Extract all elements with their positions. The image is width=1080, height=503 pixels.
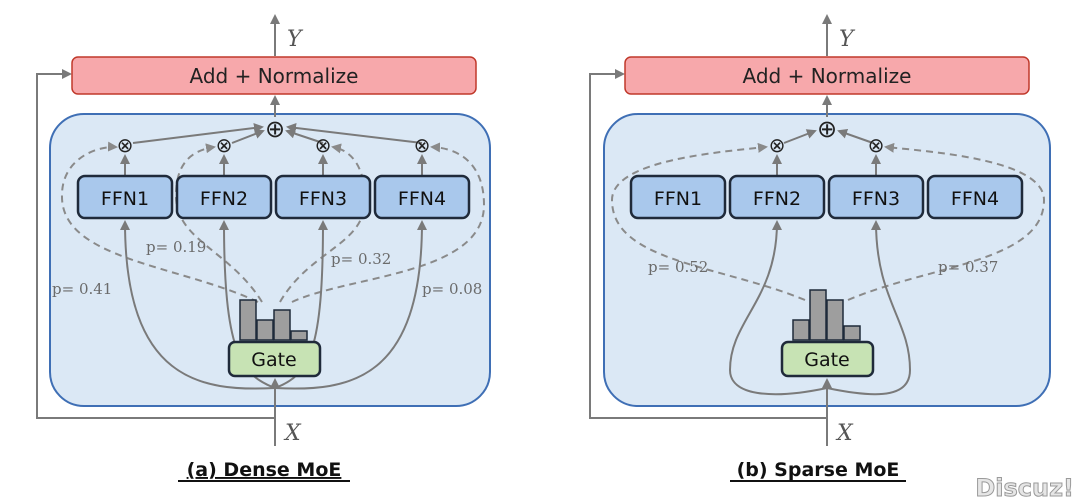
gate-histogram bbox=[239, 299, 308, 341]
gate-prob-path-3 bbox=[847, 142, 1046, 301]
output-label: Y bbox=[839, 27, 856, 52]
add-normalize-box bbox=[71, 56, 477, 95]
hist-bar-2 bbox=[809, 289, 827, 341]
add-normalize-label: Add + Normalize bbox=[190, 64, 359, 88]
input-label: X bbox=[283, 421, 302, 446]
hist-bar-3 bbox=[826, 299, 844, 341]
prob-label-ffn2: p= 0.52 bbox=[648, 258, 708, 276]
ffn2-label: FFN2 bbox=[200, 188, 248, 210]
residual-connection bbox=[589, 69, 827, 419]
mul2-to-sum bbox=[783, 129, 817, 144]
gate-histogram bbox=[792, 289, 861, 341]
ffn3-label: FFN3 bbox=[852, 188, 900, 210]
sum-icon: ⊕ bbox=[817, 115, 837, 143]
multiply-icon: ⊗ bbox=[868, 133, 885, 157]
gate-box bbox=[227, 340, 322, 378]
hist-bar-1 bbox=[239, 299, 257, 341]
sum-icon: ⊕ bbox=[265, 115, 285, 143]
multiply-icon: ⊗ bbox=[414, 133, 431, 157]
gate-box bbox=[780, 340, 875, 378]
prob-label-ffn3: p= 0.32 bbox=[331, 250, 391, 268]
mul4-to-sum bbox=[286, 122, 423, 144]
ffn1-box: FFN1 bbox=[629, 174, 727, 220]
add-normalize-label: Add + Normalize bbox=[743, 64, 912, 88]
mul2-to-sum bbox=[231, 129, 265, 144]
prob-label-ffn4: p= 0.08 bbox=[422, 280, 482, 298]
gate-prob-path-2 bbox=[610, 142, 806, 301]
panel-caption: (a) Dense MoE bbox=[187, 459, 342, 481]
gate-prob-path-1 bbox=[60, 141, 259, 303]
hist-bar-3 bbox=[273, 309, 291, 341]
residual-connection bbox=[36, 69, 275, 419]
input-route-ffn2 bbox=[728, 220, 828, 396]
hist-bar-4 bbox=[843, 325, 861, 341]
ffn3-label: FFN3 bbox=[299, 188, 347, 210]
multiply-icon: ⊗ bbox=[117, 133, 134, 157]
ffn1-box: FFN1 bbox=[76, 174, 174, 220]
ffn2-label: FFN2 bbox=[753, 188, 801, 210]
gate-label: Gate bbox=[251, 349, 297, 371]
input-route-ffn1 bbox=[120, 220, 276, 390]
ffn2-box: FFN2 bbox=[728, 174, 826, 220]
prob-label-ffn2: p= 0.19 bbox=[146, 238, 206, 256]
hist-bar-2 bbox=[256, 319, 274, 341]
ffn4-label: FFN4 bbox=[398, 188, 446, 210]
panel-caption: (b) Sparse MoE bbox=[737, 459, 900, 481]
hist-bar-1 bbox=[792, 319, 810, 341]
ffn3-box: FFN3 bbox=[274, 174, 372, 220]
ffn4-box: FFN4 bbox=[373, 174, 471, 220]
output-label: Y bbox=[287, 27, 304, 52]
mul3-to-sum bbox=[285, 128, 324, 144]
multiply-icon: ⊗ bbox=[769, 133, 786, 157]
ffn1-label: FFN1 bbox=[101, 188, 149, 210]
prob-label-ffn3: p= 0.37 bbox=[938, 258, 998, 276]
multiply-icon: ⊗ bbox=[216, 133, 233, 157]
add-normalize-box bbox=[624, 56, 1030, 95]
mul1-to-sum bbox=[132, 123, 264, 144]
gate-label: Gate bbox=[804, 349, 850, 371]
multiply-icon: ⊗ bbox=[315, 133, 332, 157]
mul3-to-sum bbox=[837, 128, 874, 144]
ffn4-label: FFN4 bbox=[951, 188, 999, 210]
input-route-ffn4 bbox=[274, 220, 427, 390]
input-route-ffn3 bbox=[826, 220, 912, 396]
dense-moe-panel: Y Add + Normalize ⊗ ⊗ ⊗ ⊗ ⊕ F bbox=[36, 14, 491, 482]
ffn4-box: FFN4 bbox=[926, 174, 1024, 220]
ffn1-label: FFN1 bbox=[654, 188, 702, 210]
ffn3-box: FFN3 bbox=[827, 174, 925, 220]
sparse-moe-panel: Y Add + Normalize ⊗ ⊗ ⊕ FFN1 FFN2 bbox=[589, 14, 1051, 482]
prob-label-ffn1: p= 0.41 bbox=[52, 280, 112, 298]
watermark-text: Discuz! bbox=[975, 474, 1074, 502]
hist-bar-4 bbox=[290, 330, 308, 341]
ffn2-box: FFN2 bbox=[175, 174, 273, 220]
input-label: X bbox=[835, 421, 854, 446]
